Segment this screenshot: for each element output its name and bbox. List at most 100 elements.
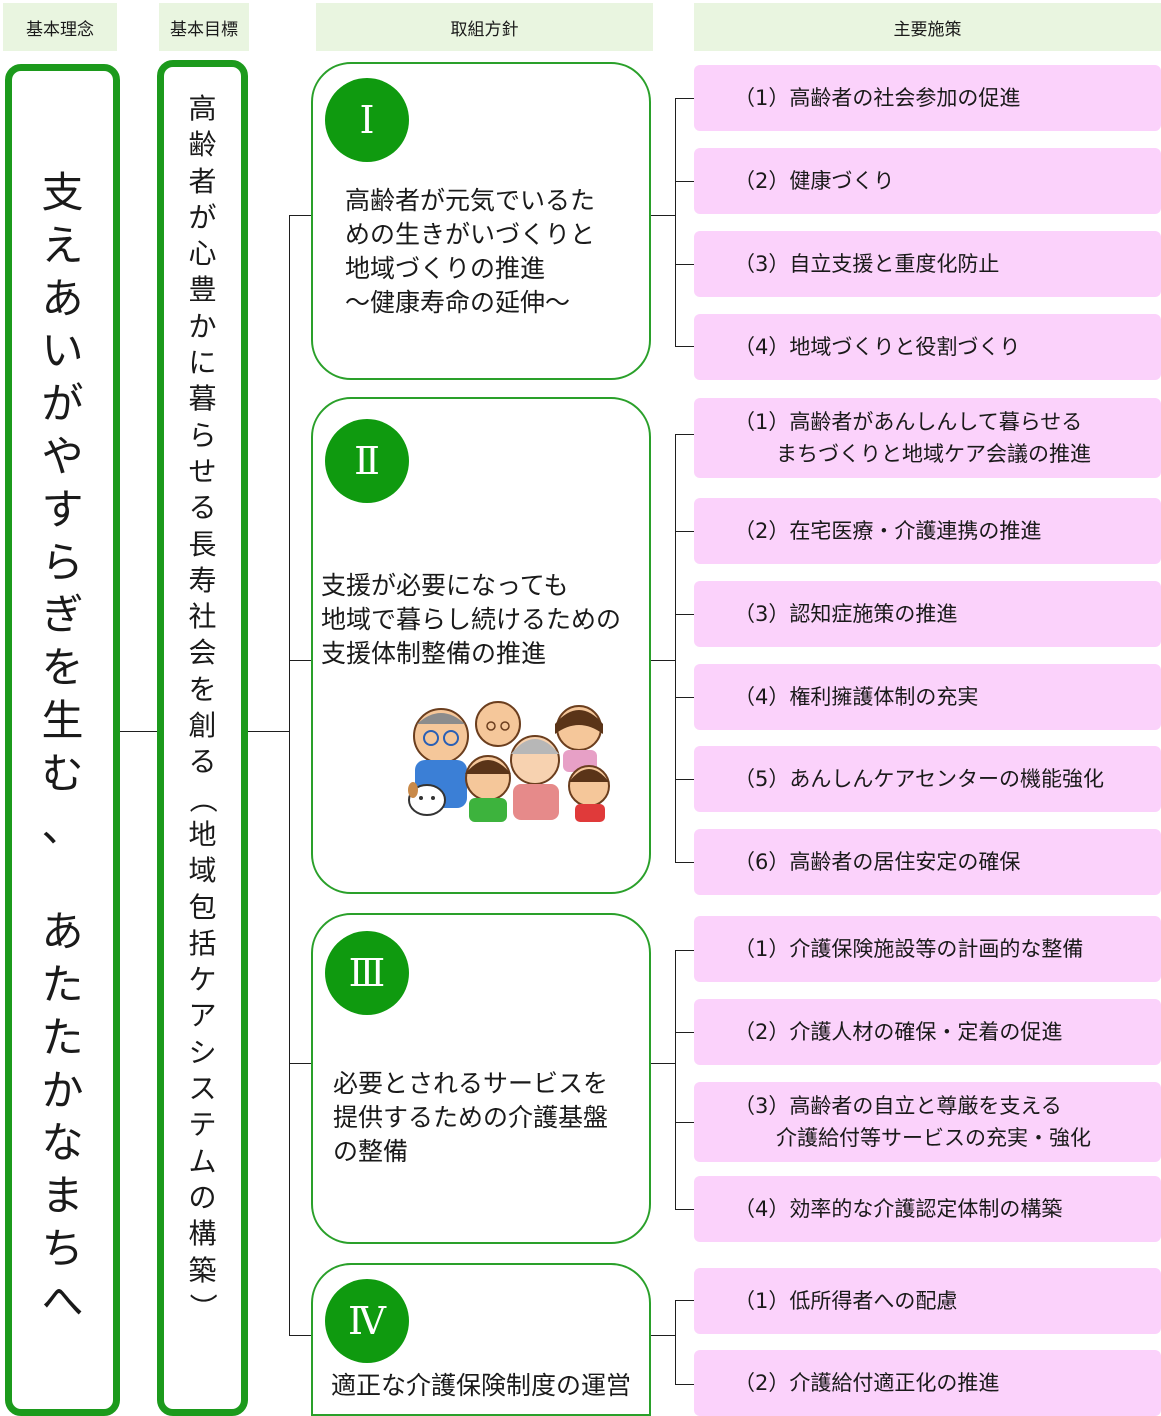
vertical-char: た <box>41 1012 84 1062</box>
measure-tick-line <box>675 1032 694 1033</box>
vertical-char: ス <box>188 1072 217 1106</box>
policy-text: 適正な介護保険制度の運営 <box>331 1371 632 1400</box>
measure-item: （2）在宅医療・介護連携の推進 <box>694 498 1161 564</box>
vertical-char: む <box>41 748 84 798</box>
vertical-char: 創 <box>188 709 217 743</box>
policy-box-2: Ⅱ 支援が必要になっても 地域で暮らし続けるための 支援体制整備の推進 <box>311 397 651 894</box>
branch-out-3 <box>651 1063 675 1064</box>
vertical-char: 支 <box>41 168 84 217</box>
philosophy-box: 支えあいがやすらぎを生む、あたたかなまちへ <box>5 64 120 1416</box>
vertical-char: 築 <box>188 1253 217 1287</box>
vertical-char: る <box>188 491 217 525</box>
measure-tick-line <box>675 346 694 347</box>
vertical-char: テ <box>188 1108 217 1142</box>
vertical-char: が <box>41 379 84 429</box>
vertical-char: ち <box>41 1223 84 1273</box>
vertical-char: （ <box>186 784 220 813</box>
vertical-char: 長 <box>188 527 217 561</box>
measure-item: （4）効率的な介護認定体制の構築 <box>694 1176 1161 1242</box>
header-philosophy: 基本理念 <box>3 3 117 51</box>
header-measures: 主要施策 <box>694 3 1161 51</box>
vertical-char: え <box>41 220 84 270</box>
vertical-char: を <box>41 643 84 693</box>
measure-tick-line <box>675 697 694 698</box>
vertical-char: 生 <box>41 695 84 745</box>
vertical-char: 心 <box>188 237 217 271</box>
measure-spine-2 <box>675 434 676 862</box>
measure-tick-line <box>675 531 694 532</box>
branch-policy-4 <box>289 1335 311 1336</box>
policy-box-4: Ⅳ 適正な介護保険制度の運営 <box>311 1263 651 1416</box>
policy-text: 高齢者が元気でいるた めの生きがいづくりと 地域づくりの推進 ～健康寿命の延伸～ <box>345 186 596 317</box>
branch-policy-1 <box>289 215 311 216</box>
vertical-char: に <box>188 346 217 380</box>
measure-item: （4）地域づくりと役割づくり <box>694 314 1161 380</box>
vertical-char: ケ <box>188 963 217 997</box>
vertical-char: の <box>188 1180 217 1214</box>
vertical-char: 社 <box>188 600 217 634</box>
branch-policy-2 <box>289 660 311 661</box>
vertical-char: る <box>188 745 217 779</box>
measure-item: （6）高齢者の居住安定の確保 <box>694 829 1161 895</box>
connector-goal-trunk <box>248 731 289 732</box>
measure-tick-line <box>675 1122 694 1123</box>
elderly-family-illustration <box>408 701 610 822</box>
measure-spine-3 <box>675 950 676 1209</box>
roman-numeral-badge: Ⅰ <box>325 78 409 162</box>
vertical-char: ア <box>188 999 217 1033</box>
vertical-char: 豊 <box>188 273 217 307</box>
vertical-char: 会 <box>188 636 217 670</box>
vertical-char: シ <box>188 1035 217 1069</box>
vertical-char: 構 <box>188 1217 217 1251</box>
measure-tick-line <box>675 264 694 265</box>
vertical-char: か <box>188 309 217 343</box>
vertical-char: か <box>41 1065 84 1115</box>
vertical-char: 寿 <box>188 563 217 597</box>
measure-tick-line <box>675 950 694 951</box>
vertical-char: 包 <box>188 890 217 924</box>
vertical-char: 者 <box>188 164 217 198</box>
vertical-char: 高 <box>188 92 217 125</box>
vertical-char: た <box>41 959 84 1009</box>
vertical-char: な <box>41 1118 84 1168</box>
measure-item: （5）あんしんケアセンターの機能強化 <box>694 746 1161 812</box>
measure-tick-line <box>675 1300 694 1301</box>
measure-tick-line <box>675 181 694 182</box>
vertical-char: あ <box>41 907 84 957</box>
measure-tick-line <box>675 779 694 780</box>
branch-out-4 <box>651 1335 675 1336</box>
vertical-char: ら <box>41 537 84 587</box>
measure-item: （2）健康づくり <box>694 148 1161 214</box>
roman-numeral-badge: Ⅲ <box>325 931 409 1015</box>
header-policy: 取組方針 <box>316 3 653 51</box>
roman-numeral-badge: Ⅳ <box>325 1279 409 1363</box>
vertical-char: ム <box>188 1144 217 1178</box>
policy-box-1: Ⅰ 高齢者が元気でいるた めの生きがいづくりと 地域づくりの推進 ～健康寿命の延… <box>311 62 651 380</box>
vertical-char: ） <box>186 1292 220 1321</box>
measure-item: （1）低所得者への配慮 <box>694 1268 1161 1334</box>
measure-tick-line <box>675 862 694 863</box>
vertical-char: ま <box>41 1171 84 1221</box>
measure-item: （4）権利擁護体制の充実 <box>694 664 1161 730</box>
branch-out-2 <box>651 660 675 661</box>
vertical-char: へ <box>41 1276 84 1326</box>
measure-tick-line <box>675 98 694 99</box>
vertical-char: せ <box>188 454 217 488</box>
header-goal: 基本目標 <box>159 3 249 51</box>
vertical-char: あ <box>41 273 84 323</box>
vertical-char: 、 <box>41 801 84 851</box>
measure-tick-line <box>675 1209 694 1210</box>
vertical-char: 括 <box>188 926 217 960</box>
measure-spine-1 <box>675 98 676 346</box>
measure-tick-line <box>675 434 694 435</box>
vertical-char: 暮 <box>188 382 217 416</box>
vertical-char: 齢 <box>188 128 217 162</box>
measure-tick-line <box>675 1384 694 1385</box>
measure-item: （3）認知症施策の推進 <box>694 581 1161 647</box>
vertical-char: ら <box>188 418 217 452</box>
measure-item: （1）介護保険施設等の計画的な整備 <box>694 916 1161 982</box>
goal-box: 高齢者が心豊かに暮らせる長寿社会を創る（地域包括ケアシステムの構築） <box>157 60 248 1416</box>
measure-item: （1）高齢者があんしんして暮らせる まちづくりと地域ケア会議の推進 <box>694 398 1161 478</box>
branch-policy-3 <box>289 1063 311 1064</box>
goal-text: 高齢者が心豊かに暮らせる長寿社会を創る（地域包括ケアシステムの構築） <box>164 91 241 1325</box>
